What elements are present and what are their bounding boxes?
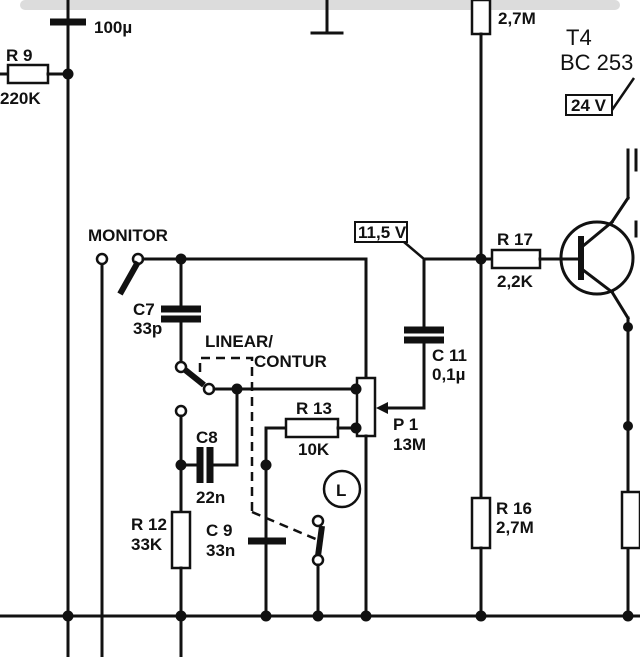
capacitor-c7 [161, 257, 201, 364]
p1-name: P 1 [393, 415, 418, 434]
t4-name: T4 [566, 25, 592, 50]
r13-value: 10K [298, 440, 330, 459]
linear-label: LINEAR/ [205, 332, 273, 351]
monitor-switch [95, 252, 187, 657]
resistor-right-edge [620, 490, 640, 550]
ground-symbol [310, 0, 344, 35]
ganged-link-upper [198, 356, 254, 512]
capacitor-100u [50, 0, 86, 618]
bottom-rail [0, 610, 640, 657]
c9-name: C 9 [206, 521, 232, 540]
voltage-24v-box [565, 77, 636, 116]
resistor-top-2m7 [470, 0, 492, 500]
l-marker-label: L [336, 481, 346, 500]
t4-type: BC 253 [560, 50, 633, 75]
r17-name: R 17 [497, 230, 533, 249]
c8-name: C8 [196, 428, 218, 447]
l-switch [311, 514, 325, 618]
resistor-r16 [470, 496, 492, 618]
c9-value: 33n [206, 541, 235, 560]
r-top-value: 2,7M [498, 9, 536, 28]
capacitor-c11 [376, 257, 444, 414]
r16-value: 2,7M [496, 518, 534, 537]
ganged-link-lower [251, 510, 319, 542]
c8-value: 22n [196, 488, 225, 507]
resistor-r13 [260, 417, 362, 471]
c7-value: 33p [133, 319, 162, 338]
capacitor-c9 [248, 463, 286, 618]
c11-name: C 11 [432, 346, 467, 365]
c7-name: C7 [133, 300, 155, 319]
top-edge-bar [20, 0, 620, 10]
c11-value: 0,1µ [432, 365, 465, 384]
voltage-11v5-box [354, 221, 425, 260]
potentiometer-p1 [179, 257, 377, 618]
r9-name: R 9 [6, 46, 32, 65]
resistor-r9 [0, 63, 74, 85]
v115-label: 11,5 V [358, 223, 407, 242]
r13-name: R 13 [296, 399, 332, 418]
junction-t4-b [623, 421, 633, 431]
r12-name: R 12 [131, 515, 167, 534]
contur-label: CONTUR [254, 352, 327, 371]
c-top-value: 100µ [94, 18, 132, 37]
r9-value: 220K [0, 89, 41, 108]
capacitor-c8 [175, 387, 239, 514]
r16-name: R 16 [496, 499, 532, 518]
l-marker [322, 469, 362, 509]
monitor-label: MONITOR [88, 226, 168, 245]
junction-t4-a [623, 322, 633, 332]
r17-value: 2,2K [497, 272, 534, 291]
p1-value: 13M [393, 435, 426, 454]
resistor-r17 [422, 248, 583, 270]
v24-label: 24 V [571, 96, 607, 115]
r12-value: 33K [131, 535, 163, 554]
resistor-r12 [170, 510, 192, 657]
